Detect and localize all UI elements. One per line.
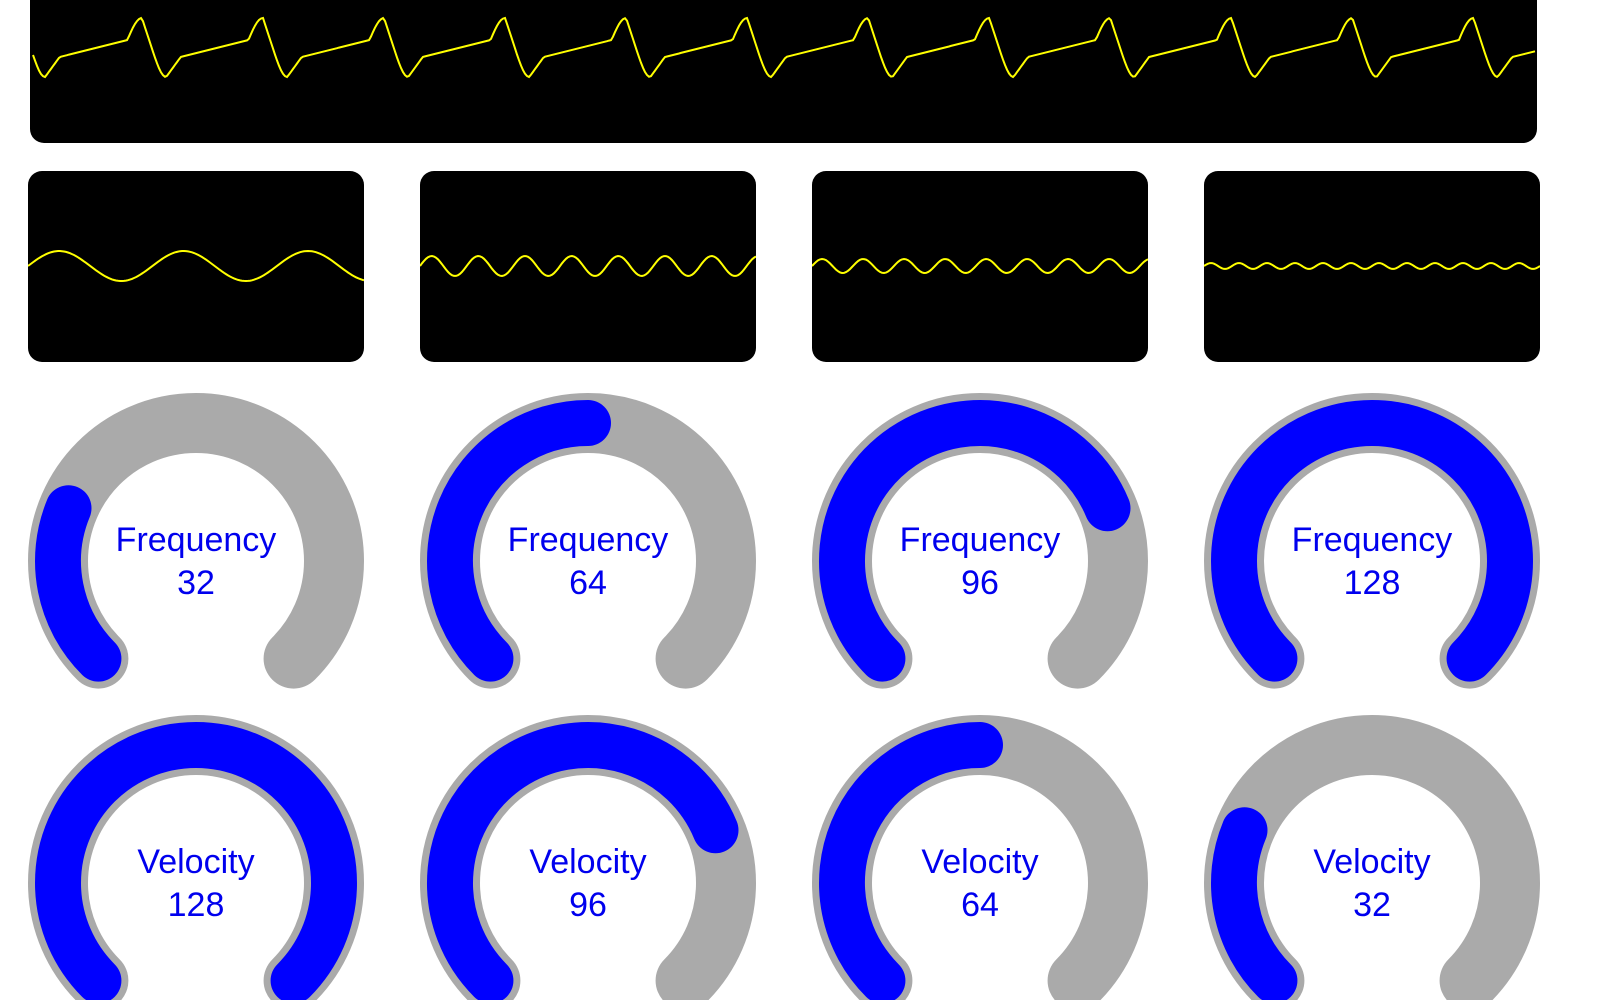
knob-dial[interactable] — [810, 391, 1150, 731]
knob-velocity-1[interactable]: Velocity 128 — [26, 713, 366, 1000]
knob-value-arc — [35, 722, 357, 1000]
oscilloscope-1 — [28, 171, 364, 362]
knob-dial[interactable] — [1202, 713, 1542, 1000]
knob-dial[interactable] — [810, 713, 1150, 1000]
knob-velocity-4[interactable]: Velocity 32 — [1202, 713, 1542, 1000]
knob-value: 128 — [1343, 564, 1401, 602]
knob-frequency-1[interactable]: Frequency 32 — [26, 391, 366, 731]
knob-value: 32 — [1353, 886, 1391, 924]
main-waveform — [32, 16, 1536, 79]
knob-velocity-3[interactable]: Velocity 64 — [810, 713, 1150, 1000]
knob-velocity-2[interactable]: Velocity 96 — [418, 713, 758, 1000]
knob-frequency-3[interactable]: Frequency 96 — [810, 391, 1150, 731]
knob-value: 96 — [961, 564, 999, 602]
waveform-4 — [1204, 262, 1540, 270]
knob-dial[interactable] — [26, 713, 366, 1000]
knob-dial[interactable] — [26, 391, 366, 731]
knob-label: Velocity — [529, 843, 647, 881]
knob-value-arc — [1211, 807, 1298, 1000]
knob-label: Frequency — [507, 521, 669, 559]
knob-label: Frequency — [1291, 521, 1453, 559]
knob-frequency-2[interactable]: Frequency 64 — [418, 391, 758, 731]
knob-value: 96 — [569, 886, 607, 924]
knob-dial[interactable] — [1202, 391, 1542, 731]
knob-value: 128 — [167, 886, 225, 924]
knob-dial[interactable] — [418, 713, 758, 1000]
knob-value: 64 — [569, 564, 607, 602]
knob-label: Velocity — [137, 843, 255, 881]
knob-label: Frequency — [115, 521, 277, 559]
main-oscilloscope — [30, 0, 1537, 143]
knob-dial[interactable] — [418, 391, 758, 731]
knob-value: 64 — [961, 886, 999, 924]
oscilloscope-2 — [420, 171, 756, 362]
knob-value-arc — [819, 722, 1003, 1000]
waveform-3 — [812, 257, 1148, 275]
knob-value: 32 — [177, 564, 215, 602]
knob-value-arc — [819, 400, 1131, 682]
knob-frequency-4[interactable]: Frequency 128 — [1202, 391, 1542, 731]
waveform-1 — [28, 249, 364, 283]
knob-value-arc — [427, 722, 739, 1000]
oscilloscope-3 — [812, 171, 1148, 362]
knob-value-arc — [35, 485, 122, 682]
knob-value-arc — [427, 400, 611, 682]
knob-value-arc — [1211, 400, 1533, 682]
knob-label: Velocity — [921, 843, 1039, 881]
knob-label: Frequency — [899, 521, 1061, 559]
knob-label: Velocity — [1313, 843, 1431, 881]
oscilloscope-4 — [1204, 171, 1540, 362]
waveform-2 — [420, 254, 756, 278]
